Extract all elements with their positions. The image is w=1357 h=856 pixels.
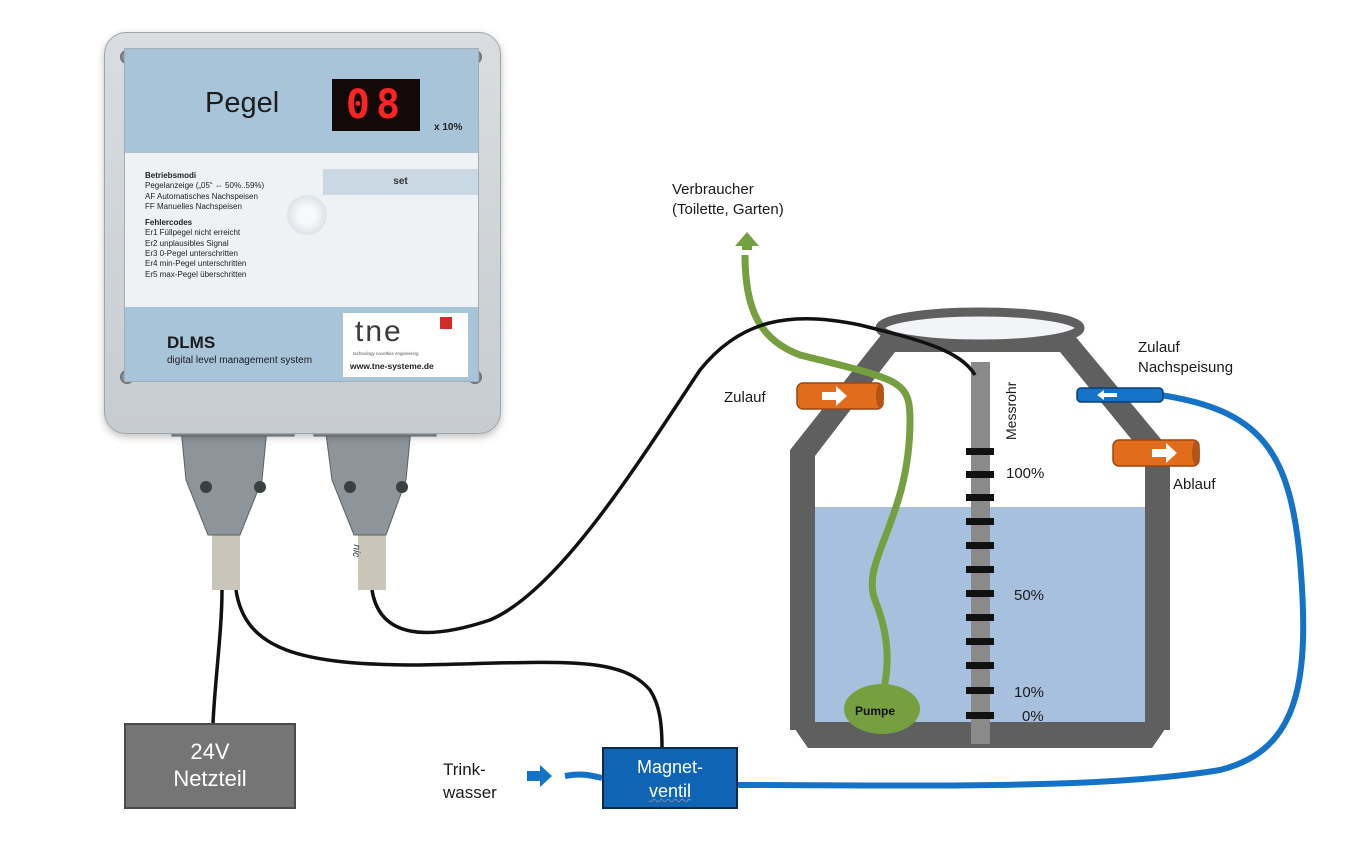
scale-label-10: 10% [1014,684,1045,701]
modes-legend: Betriebsmodi Pegelanzeige („05“ ⇔ 50%..5… [145,171,264,280]
ablauf-fitting [1112,439,1200,467]
connector-print: nic [349,544,362,558]
scale-ticks [966,448,994,719]
water-inlet-pipe [564,771,603,781]
scale-label-100: 100% [1006,465,1045,482]
refill-fitting [1076,387,1164,403]
psu-line1: 24V [190,739,230,764]
display-unit: x 10% [434,122,463,133]
pegel-title: Pegel [205,87,280,119]
power-supply-box: 24V Netzteil [124,723,296,809]
errors-heading: Fehlercodes [145,218,193,228]
verbraucher-label: Verbraucher [672,181,754,198]
scale-label-50: 50% [1014,587,1045,604]
connector-right [313,409,437,590]
error-item: Er1 Füllpegel nicht erreicht [145,228,241,238]
psu-line2: Netzteil [173,766,247,791]
website-url: www.tne-systeme.de [350,361,434,371]
scale-label-0: 0% [1022,708,1044,725]
mode-item: FF Manuelles Nachspeisen [145,201,242,211]
set-button[interactable] [287,195,327,235]
water-inlet-arrow-icon [527,765,552,787]
power-cable [211,589,224,724]
front-panel: Pegel 08 x 10% set Betriebsmodi Pegelanz… [124,48,479,382]
tne-logo-box: tne technology novelties engineering www… [343,313,468,377]
zulauf-nachspeisung-label-1: Zulauf [1138,339,1180,356]
verbraucher-sub-label: (Toilette, Garten) [672,201,784,218]
zulauf-nachspeisung-label-2: Nachspeisung [1138,359,1234,376]
logo-tagline: technology novelties engineering [353,351,419,356]
measuring-tube [971,362,990,744]
error-item: Er2 unplausibles Signal [145,238,229,248]
valve-line2: ventil [648,781,692,801]
consumer-pipe [741,254,914,701]
solenoid-valve-box: Magnet- ventil [602,747,738,809]
error-item: Er4 min-Pegel unterschritten [145,259,247,269]
error-item: Er3 0-Pegel unterschritten [145,249,238,259]
pump-body [844,684,920,734]
panel-header [125,49,478,153]
tank-opening [875,307,1085,349]
level-display: 08 [332,79,420,131]
pump-label: Pumpe [855,704,896,718]
zulauf-fitting [796,382,884,410]
consumer-arrow-icon [735,232,759,250]
connector-left [171,409,295,590]
logo-mark-icon [440,317,452,329]
valve-cable [234,589,664,749]
set-label: set [323,169,478,195]
tne-logo: tne [355,315,403,348]
valve-line1: Magnet- [636,757,704,777]
messrohr-label: Messrohr [1003,381,1019,440]
trinkwasser-label-1: Trink- [443,760,486,779]
trinkwasser-label-2: wasser [443,783,497,802]
tank [790,307,1170,748]
sensor-cable [370,316,977,635]
ablauf-label: Ablauf [1173,476,1216,493]
modes-heading: Betriebsmodi [145,171,197,180]
mode-item: Pegelanzeige („05“ ⇔ 50%..59%) [145,181,265,191]
refill-pipe [737,392,1307,789]
product-subtitle: digital level management system [167,355,313,366]
error-item: Er5 max-Pegel überschritten [145,269,247,279]
product-name: DLMS [167,333,216,352]
mode-item: AF Automatisches Nachspeisen [145,191,258,201]
zulauf-label: Zulauf [724,389,766,406]
